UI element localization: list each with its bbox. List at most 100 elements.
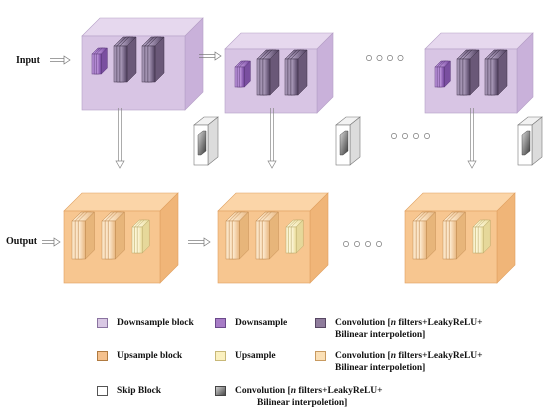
skip-block-3 <box>517 116 543 166</box>
cube-top-face <box>217 192 329 212</box>
legend-label: Downsample <box>235 318 288 328</box>
skip-block-1 <box>193 116 219 166</box>
legend-swatch-downsample <box>215 318 226 328</box>
legend-label: Skip Block <box>117 386 162 396</box>
ellipsis-dot <box>366 55 372 61</box>
arrow-up-1-to-2 <box>188 237 211 247</box>
upsample-layer <box>131 219 150 254</box>
feature-slab <box>290 219 304 254</box>
legend-swatch-conv-orange <box>315 351 326 361</box>
arrow-down-to-up-1 <box>115 108 125 169</box>
feature-slab <box>290 49 308 96</box>
feature-slab <box>231 211 250 260</box>
feature-slab <box>107 211 126 260</box>
feature-slab <box>462 49 480 96</box>
conv-layer <box>255 211 280 260</box>
legend-conv-orange: Convolution [n filters+LeakyReLU+ Biline… <box>315 350 483 374</box>
feature-slab <box>77 211 96 260</box>
skip-conv-layer <box>197 130 207 156</box>
arrow-down-to-up-2 <box>267 108 277 169</box>
legend-upsample: Upsample <box>215 350 276 362</box>
skip-conv-layer <box>521 130 531 156</box>
downsample-block-3 <box>424 32 534 114</box>
conv-layer <box>412 211 437 260</box>
feature-slab <box>238 60 252 88</box>
feature-slab <box>261 211 280 260</box>
feature-slab <box>136 219 150 254</box>
feature-slab <box>477 219 491 254</box>
conv-layer <box>456 49 480 96</box>
skip-block-2 <box>335 116 361 166</box>
upsample-block-1 <box>63 192 179 284</box>
ellipsis-dot <box>376 241 382 247</box>
legend-label: Upsample block <box>117 351 183 361</box>
legend-skip-block: Skip Block <box>97 385 161 397</box>
legend-label: Convolution [n filters+LeakyReLU+ Biline… <box>335 318 483 340</box>
ellipsis-middle <box>391 133 430 139</box>
legend-upsample-block: Upsample block <box>97 350 182 362</box>
legend-swatch-skip-block <box>97 386 108 396</box>
feature-slab <box>95 47 109 75</box>
cube-top-face <box>63 192 179 212</box>
cube-top-face <box>424 32 534 50</box>
arrow-down-1-to-2 <box>199 51 222 61</box>
ellipsis-dot <box>376 55 383 61</box>
legend-conv-purple: Convolution [n filters+LeakyReLU+ Biline… <box>315 317 483 341</box>
ellipsis-dot <box>424 133 430 139</box>
downsample-block-2 <box>224 32 334 114</box>
upsample-block-3 <box>404 192 516 284</box>
cube-top-face <box>224 32 334 50</box>
output-label: Output <box>6 236 38 247</box>
legend-conv-gray: Convolution [n filters+LeakyReLU+ Biline… <box>215 385 383 409</box>
upsample-block-2 <box>217 192 329 284</box>
legend-downsample-block: Downsample block <box>97 317 194 329</box>
upsample-layer <box>285 219 304 254</box>
cube-top-face <box>404 192 516 212</box>
legend-swatch-upsample <box>215 351 226 361</box>
conv-layer <box>141 36 165 83</box>
legend-label: Convolution [n filters+LeakyReLU+ Biline… <box>335 351 483 373</box>
feature-slab <box>490 49 508 96</box>
arrow-down-to-up-3 <box>467 108 477 169</box>
cube-top-face <box>81 17 204 37</box>
upsample-layer <box>472 219 491 254</box>
legend-label: Convolution [n filters+LeakyReLU+ Biline… <box>235 386 383 408</box>
feature-slab <box>147 36 165 83</box>
feature-slab <box>448 211 467 260</box>
conv-layer <box>284 49 308 96</box>
conv-layer <box>71 211 96 260</box>
legend-label: Downsample block <box>117 318 194 328</box>
conv-layer <box>442 211 467 260</box>
ellipsis-dot <box>343 241 349 247</box>
ellipsis-bottom <box>343 241 382 247</box>
ellipsis-top <box>366 55 404 61</box>
legend-label: Upsample <box>235 351 276 361</box>
ellipsis-dot <box>354 241 360 247</box>
conv-layer <box>256 49 280 96</box>
ellipsis-dot <box>402 133 408 139</box>
ellipsis-dot <box>365 241 371 247</box>
downsample-layer <box>234 60 252 88</box>
legend-swatch-downsample-block <box>97 318 108 328</box>
input-label: Input <box>16 55 40 66</box>
conv-layer <box>113 36 137 83</box>
feature-slab <box>438 60 452 88</box>
legend-swatch-upsample-block <box>97 351 108 361</box>
feature-slab <box>418 211 437 260</box>
skip-conv-layer <box>339 130 349 156</box>
feature-slab <box>262 49 280 96</box>
downsample-block-1 <box>81 17 204 111</box>
conv-layer <box>101 211 126 260</box>
feature-slab <box>119 36 137 83</box>
output-arrow <box>42 237 61 247</box>
conv-layer <box>225 211 250 260</box>
ellipsis-dot <box>391 133 397 139</box>
ellipsis-dot <box>413 133 419 139</box>
downsample-layer <box>434 60 452 88</box>
conv-layer <box>484 49 508 96</box>
legend-swatch-conv-gray <box>215 386 226 396</box>
ellipsis-dot <box>397 55 404 61</box>
input-arrow <box>50 55 71 65</box>
ellipsis-dot <box>387 55 393 61</box>
